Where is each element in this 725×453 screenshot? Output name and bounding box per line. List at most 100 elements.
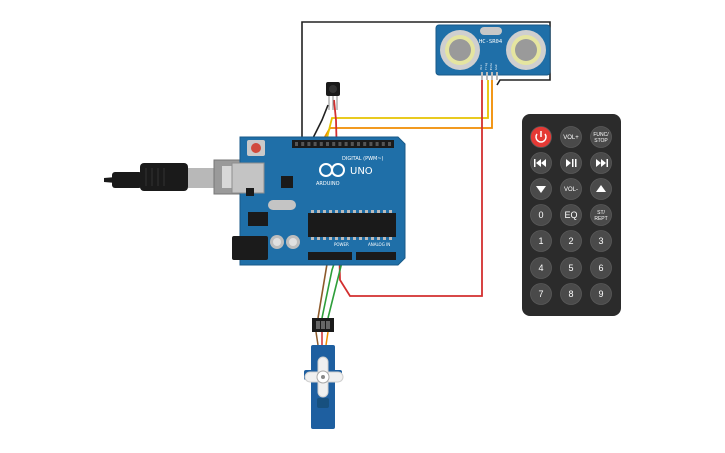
wire-green-servo-power[interactable] bbox=[321, 257, 337, 319]
sensor-pin-vcc[interactable] bbox=[481, 72, 483, 80]
remote-button-3[interactable]: 3 bbox=[590, 230, 612, 252]
digital-pin[interactable] bbox=[301, 142, 305, 146]
arrow-up-icon bbox=[596, 185, 606, 192]
wire-yellow-sensor-echo[interactable] bbox=[325, 80, 489, 143]
remote-button-vol-plus[interactable]: VOL+ bbox=[560, 126, 582, 148]
remote-button-power[interactable] bbox=[530, 126, 552, 148]
mcu-pin bbox=[359, 237, 362, 240]
power-jack bbox=[232, 236, 268, 260]
remote-button-7[interactable]: 7 bbox=[530, 283, 552, 305]
remote-button-label: EQ bbox=[564, 210, 577, 220]
mcu-pin bbox=[341, 210, 344, 213]
remote-button-label: REPT bbox=[594, 216, 607, 222]
arduino-logo-icon bbox=[319, 163, 345, 177]
regulator bbox=[248, 212, 268, 226]
remote-button-eq[interactable]: EQ bbox=[560, 204, 582, 226]
sensor-pin-trig[interactable] bbox=[486, 72, 488, 80]
remote-button-0[interactable]: 0 bbox=[530, 204, 552, 226]
digital-pin[interactable] bbox=[338, 142, 342, 146]
remote-button-4[interactable]: 4 bbox=[530, 257, 552, 279]
sensor-pin-echo[interactable] bbox=[491, 72, 493, 80]
ir-remote[interactable]: VOL+ FUNC/STOP VOL- 0 EQ ST/REPT 1 2 3 4 5 6 7 8 9 bbox=[522, 114, 621, 316]
remote-button-8[interactable]: 8 bbox=[560, 283, 582, 305]
remote-button-6[interactable]: 6 bbox=[590, 257, 612, 279]
digital-pin[interactable] bbox=[326, 142, 329, 146]
remote-button-down[interactable] bbox=[530, 178, 552, 200]
reset-button-cap[interactable] bbox=[251, 143, 261, 153]
mcu-pin bbox=[371, 210, 374, 213]
arduino-brand: ARDUINO bbox=[316, 181, 340, 187]
digital-pin[interactable] bbox=[369, 142, 373, 146]
remote-button-label: 8 bbox=[568, 289, 573, 299]
wire-red-sensor-vcc[interactable] bbox=[333, 80, 483, 297]
mcu-pin bbox=[347, 237, 350, 240]
mcu-pin bbox=[317, 210, 320, 213]
mcu-pin bbox=[323, 210, 326, 213]
mcu-pin bbox=[383, 237, 386, 240]
remote-button-label: 4 bbox=[538, 263, 543, 273]
play-pause-icon bbox=[566, 159, 577, 167]
remote-button-label: 2 bbox=[568, 236, 573, 246]
remote-button-2[interactable]: 2 bbox=[560, 230, 582, 252]
digital-pin[interactable] bbox=[388, 142, 391, 146]
remote-button-play-pause[interactable] bbox=[560, 152, 582, 174]
remote-button-func-stop[interactable]: FUNC/STOP bbox=[590, 126, 612, 148]
remote-button-st-rept[interactable]: ST/REPT bbox=[590, 204, 612, 226]
remote-button-label: 5 bbox=[568, 263, 573, 273]
digital-pin[interactable] bbox=[319, 142, 323, 146]
digital-pin[interactable] bbox=[375, 142, 379, 146]
digital-pin[interactable] bbox=[381, 142, 385, 146]
digital-pin[interactable] bbox=[363, 142, 367, 146]
sensor-pin-label: Vcc bbox=[479, 64, 483, 70]
mcu-pin bbox=[311, 210, 314, 213]
mcu-pin bbox=[389, 210, 392, 213]
mcu-pin bbox=[347, 210, 350, 213]
sensor-transducer-left bbox=[440, 30, 480, 70]
wire-black-ir-gnd[interactable] bbox=[311, 104, 329, 141]
digital-pin[interactable] bbox=[344, 142, 348, 146]
remote-button-label: 6 bbox=[598, 263, 603, 273]
servo-motor[interactable] bbox=[304, 318, 344, 429]
analog-label: ANALOG IN bbox=[368, 242, 390, 247]
remote-button-1[interactable]: 1 bbox=[530, 230, 552, 252]
mcu-pin bbox=[353, 237, 356, 240]
sensor-pin-label: Echo bbox=[489, 63, 493, 70]
mcu-pin bbox=[365, 210, 368, 213]
remote-button-vol-minus[interactable]: VOL- bbox=[560, 178, 582, 200]
remote-button-label: 3 bbox=[598, 236, 603, 246]
sensor-label: HC-SR04 bbox=[479, 39, 503, 45]
remote-button-next[interactable] bbox=[590, 152, 612, 174]
sensor-pin-label: Gnd bbox=[494, 64, 498, 70]
digital-pin[interactable] bbox=[313, 142, 317, 146]
skip-forward-icon bbox=[596, 159, 608, 167]
digital-pin[interactable] bbox=[332, 142, 336, 146]
mcu-pin bbox=[329, 210, 332, 213]
remote-button-prev[interactable] bbox=[530, 152, 552, 174]
remote-button-label: 0 bbox=[538, 210, 543, 220]
sensor-transducer-right bbox=[506, 30, 546, 70]
remote-button-up[interactable] bbox=[590, 178, 612, 200]
digital-label: DIGITAL (PWM~) bbox=[342, 156, 384, 162]
mcu-pin bbox=[335, 237, 338, 240]
wire-brown-servo-gnd[interactable] bbox=[317, 257, 329, 319]
sensor-pin-gnd[interactable] bbox=[496, 72, 498, 80]
remote-button-label: VOL+ bbox=[563, 135, 579, 141]
remote-button-label: 7 bbox=[538, 289, 543, 299]
power-header bbox=[308, 252, 352, 260]
mcu-pin bbox=[377, 237, 380, 240]
digital-pin[interactable] bbox=[350, 142, 354, 146]
digital-pin[interactable] bbox=[357, 142, 360, 146]
mcu-pin bbox=[335, 210, 338, 213]
arduino-board[interactable]: DIGITAL (PWM~) ARDUINO UNO POWER ANALOG … bbox=[231, 136, 406, 266]
remote-button-5[interactable]: 5 bbox=[560, 257, 582, 279]
remote-button-9[interactable]: 9 bbox=[590, 283, 612, 305]
ir-receiver[interactable] bbox=[326, 82, 340, 110]
servo-horn[interactable] bbox=[304, 356, 344, 398]
mcu-pin bbox=[317, 237, 320, 240]
digital-pin[interactable] bbox=[307, 142, 311, 146]
crystal bbox=[268, 200, 296, 210]
digital-pin[interactable] bbox=[295, 142, 298, 146]
wire-orange-sensor-trig[interactable] bbox=[321, 80, 493, 143]
